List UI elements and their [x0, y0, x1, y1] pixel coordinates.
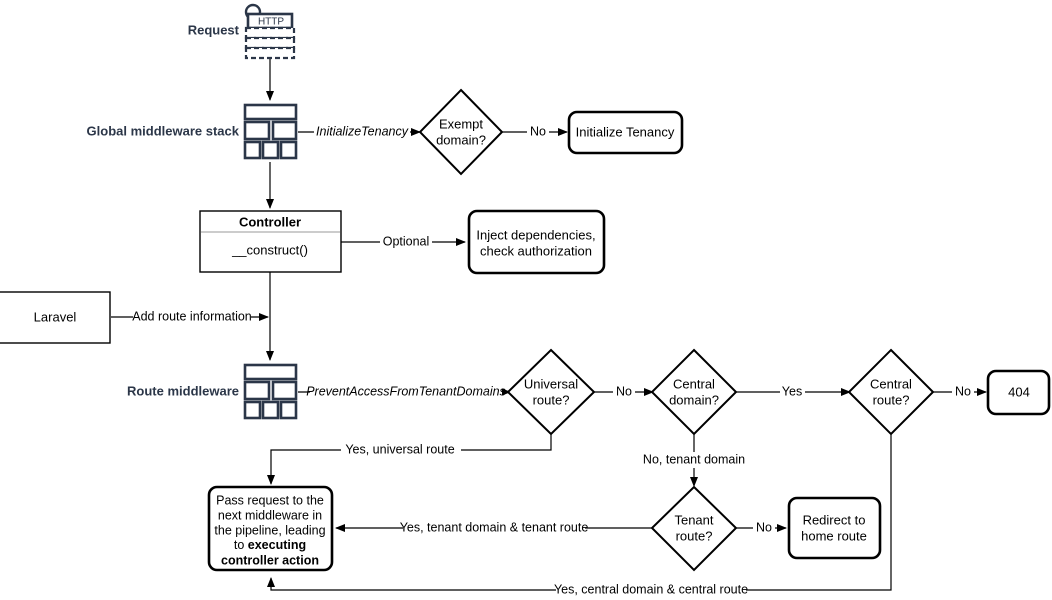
node-controller-method: __construct() [231, 242, 308, 257]
node-redirect-home-route[interactable]: Redirect to home route [787, 496, 882, 560]
edge-label-initialize-tenancy-middleware: InitializeTenancy [316, 124, 409, 138]
node-laravel[interactable]: Laravel [0, 291, 111, 344]
node-pass-request[interactable]: Pass request to the next middleware in t… [207, 485, 334, 572]
decision-tenant-route-line1: Tenant [674, 512, 713, 527]
decision-central-route-line2: route? [873, 392, 910, 407]
node-pass-request-line4-bold: executing [248, 538, 306, 552]
edge-label-no-tenant-domain: No, tenant domain [643, 452, 745, 466]
node-controller[interactable]: Controller __construct() [199, 210, 342, 273]
node-pass-request-line3: the pipeline, leading [214, 523, 325, 537]
node-controller-header: Controller [239, 214, 301, 229]
node-initialize-tenancy-label: Initialize Tenancy [576, 124, 675, 139]
node-pass-request-line4-plain: to [234, 538, 248, 552]
node-redirect-line1: Redirect to [803, 512, 866, 527]
node-404-label: 404 [1008, 384, 1030, 399]
decision-exempt-domain-line1: Exempt [439, 116, 483, 131]
node-404[interactable]: 404 [986, 369, 1051, 416]
edge-label-central-route-no: No [955, 384, 971, 398]
swimlane-label-global-middleware: Global middleware stack [87, 123, 240, 138]
decision-universal-route-line1: Universal [524, 376, 578, 391]
swimlane-label-request: Request [188, 22, 240, 37]
decision-universal-route[interactable]: Universal route? [506, 348, 596, 436]
edge-label-yes-universal-route: Yes, universal route [345, 442, 454, 456]
edge-label-yes-central-domain-central-route: Yes, central domain & central route [554, 582, 748, 596]
middleware-stack-icon-route [243, 363, 298, 420]
node-pass-request-line4: to executing [234, 538, 306, 552]
decision-central-domain-line2: domain? [669, 392, 719, 407]
decision-central-route-line1: Central [870, 376, 912, 391]
decision-central-route[interactable]: Central route? [847, 348, 935, 436]
edge-label-tenant-route-no: No [756, 520, 772, 534]
node-inject-dependencies-line2: check authorization [480, 243, 592, 258]
node-redirect-line2: home route [801, 528, 867, 543]
decision-universal-route-line2: route? [533, 392, 570, 407]
edge-label-prevent-access-from-tenant-domains: PreventAccessFromTenantDomains [306, 384, 506, 398]
node-pass-request-line1: Pass request to the [216, 493, 324, 507]
node-inject-dependencies[interactable]: Inject dependencies, check authorization [467, 209, 606, 275]
edge-label-exempt-no: No [530, 124, 546, 138]
node-pass-request-line2: next middleware in [218, 508, 322, 522]
decision-exempt-domain-line2: domain? [436, 132, 486, 147]
http-request-icon: HTTP [244, 3, 296, 60]
decision-central-domain-line1: Central [673, 376, 715, 391]
edge-label-optional: Optional [383, 234, 430, 248]
decision-tenant-route[interactable]: Tenant route? [650, 485, 738, 572]
edge-label-yes-tenant-domain-tenant-route: Yes, tenant domain & tenant route [400, 520, 589, 534]
decision-exempt-domain[interactable]: Exempt domain? [418, 88, 504, 176]
node-pass-request-line5: controller action [221, 553, 319, 567]
decision-central-domain[interactable]: Central domain? [650, 348, 738, 436]
middleware-stack-icon-global [243, 103, 298, 160]
swimlane-label-route-middleware: Route middleware [127, 383, 239, 398]
edge-label-central-domain-yes: Yes [782, 384, 802, 398]
node-laravel-label: Laravel [34, 309, 77, 324]
http-icon-label: HTTP [258, 17, 284, 28]
edge-label-add-route-information: Add route information [132, 309, 252, 323]
edge-label-universal-no: No [616, 384, 632, 398]
node-initialize-tenancy[interactable]: Initialize Tenancy [567, 110, 684, 155]
decision-tenant-route-line2: route? [676, 528, 713, 543]
node-inject-dependencies-line1: Inject dependencies, [476, 227, 595, 242]
